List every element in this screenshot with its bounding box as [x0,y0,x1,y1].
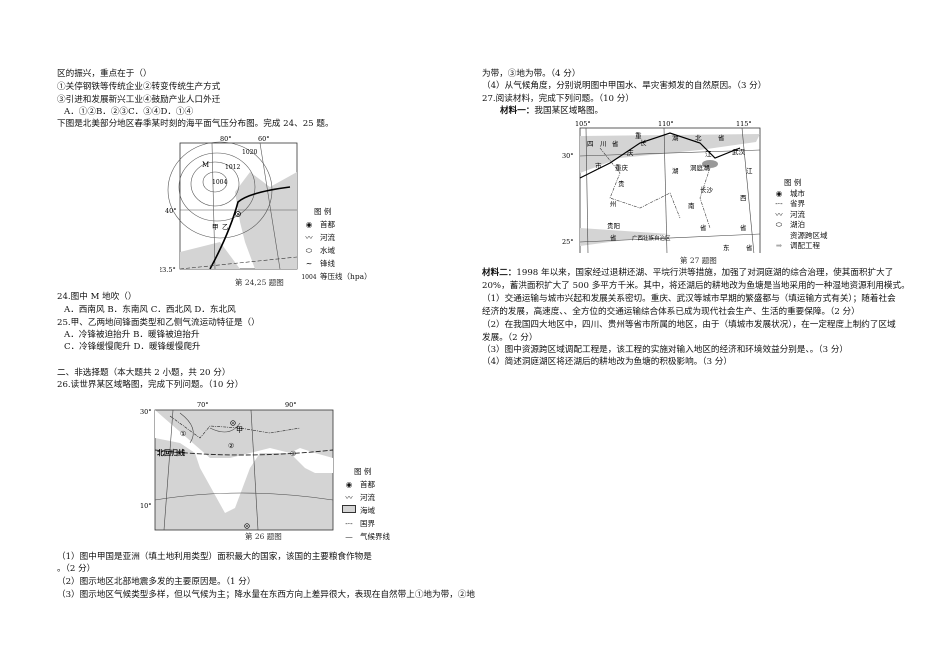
q23-choices: A．①②B．②③C．③④D．①④ [64,107,194,117]
lon-label: 80° [220,135,232,143]
section-2-heading: 二、非选择题（本大题共 2 小题，共 20 分） [57,368,231,378]
q26-1-tail: 。（2 分） [57,564,96,574]
q25: 25.甲、乙两地间锋面类型和乙侧气流运动特征是（） [57,318,260,328]
map-label: 江 [746,167,753,175]
q25-choices-2: C．冷锋缓慢爬升 D．暖锋缓慢爬升 [64,342,201,352]
lat-label: 10° [140,502,152,510]
lat-label: 30° [562,152,574,160]
map-label: 省 [610,233,617,242]
label-2: ② [228,442,234,450]
map-label: 重 [635,132,642,140]
material-2-line-1: 材料二：1998 年以来，国家经过退耕还湖、平垸行洪等措施，加强了对洞庭湖的综合… [482,268,894,278]
lon-label: 70° [197,401,209,409]
lon-label: 60° [258,135,270,143]
q26-1: （1）图中甲国是亚洲（填土地利用类型）面积最大的国家，该国的主要粮食作物是 [57,552,372,562]
lon-label: 90° [285,401,297,409]
label-m: M [202,161,209,169]
q26-3-tail: 为带，③地为带。（4 分） [482,69,581,79]
material-2-line-2: 20%，蓄洪面积扩大了 500 多平方千米。其中，将还湖后的耕地改为鱼塘是当地采… [482,281,910,291]
map-label: 湖 [672,166,679,175]
label-3: ③ [290,450,296,458]
south-asia-map: 70° 90° 30° 10° ① ② ③ 甲 北回归线 [140,401,334,531]
label-jia: 甲 [236,426,243,434]
q23-option-line-1: ①关停钢铁等传统企业②转变传统生产方式 [57,82,221,92]
isobar-label: 1012 [225,164,240,171]
q23-option-line-2: ③引进和发展新兴工业④鼓励产业人口外迁 [57,95,221,105]
map-label: 西 [740,194,747,202]
lon-label: 110° [658,120,674,128]
isobar-label: 1004 [212,179,227,186]
label-1: ① [180,430,186,438]
map-label: 长沙 [700,185,714,194]
q25-choices-1: A．冷锋被迫抬升 B．暖锋被迫抬升 [64,330,200,340]
q26-4: （4）从气候角度，分别说明图中甲国水、旱灾害频发的自然原因。（3 分） [482,81,767,91]
map-label: 江 [705,150,712,158]
lon-label: 105° [575,120,591,128]
map3-legend: 图 例 ◉城市 -·-省界 〰河流 ⬭湖泊 资源跨区域 ➡调配工程 [775,178,828,250]
material-1: 材料一：我国某区域略图。 [500,106,604,116]
intro-24-25: 下图是北美部分地区春季某时刻的海平面气压分布图。完成 24、25 题。 [57,119,334,129]
map2-caption: 第 26 题图 [245,532,282,541]
map-label: 省 [612,139,619,148]
map-label: 湖 [672,133,679,142]
map-label: 长 [640,138,647,147]
lat-label: 25° [562,238,574,246]
q27: 27.阅读材料，完成下列问题。（10 分） [482,94,634,104]
map-label: 洞庭湖 [690,163,710,172]
lat-label: 40° [165,207,177,215]
q23-stem-tail: 区的振兴，重点在于（） [57,69,152,79]
q27-2-line-2: 发展。（2 分） [482,333,538,343]
map3-caption: 第 27 题图 [680,256,717,265]
q26-2: （2）图示地区北部地震多发的主要原因是。（1 分） [57,577,256,587]
q27-4: （4）简述洞庭湖区将还湖后的耕地改为鱼塘的积极影响。（3 分） [482,357,732,367]
map-label: 庆 [627,148,634,157]
map-label: 州 [610,200,617,208]
map-label: 省 [700,223,707,232]
map-label: 重庆 [615,163,629,172]
label-jia: 甲 [212,223,219,231]
map2-legend: 图 例 ◉首都 〰河流 海域 -·-国界 —气候界线 [338,465,390,543]
map-label: 贵阳 [607,221,620,230]
map-label: 省 [718,133,725,142]
map-label: 四 [587,140,594,148]
q26-3: （3）图示地区气候类型多样，但以气候为主；降水量在东西方向上差异很大，表现在自然… [57,590,475,600]
q27-1-line-1: （1）交通运输与城市兴起和发展关系密切。重庆、武汉等城市早期的繁盛都与（填运输方… [482,294,896,304]
isobar-label: 1020 [242,149,257,156]
north-america-pressure-map: 80° 60° 40° 23.5° M 1012 1020 1004 甲 乙 [160,135,298,274]
central-china-map: 105° 110° 115° 30° 25° 四川 省重 庆市 重庆长 江湖 北… [562,120,761,253]
map1-caption: 第 24,25 题图 [235,278,284,287]
q27-1-line-2: 经济的发展，高速度、、全方位的交通运输综合体系已成为现代社会生产、生活的重要保障… [482,307,860,317]
lat-label: 30° [140,408,152,416]
q27-2-line-1: （2）在我国四大地区中，四川、贵州等省市所属的地区，由于（填城市发展状况），在一… [482,320,896,330]
q24-choices: A．西南风 B．东南风 C．西北风 D．东北风 [64,305,236,315]
tropic-of-cancer-label: 北回归线 [157,448,185,457]
q26: 26.读世界某区域略图，完成下列问题。（10 分） [57,380,244,390]
q24: 24.图中 M 地吹（） [57,292,137,302]
map-label: 武汉 [732,147,746,156]
map-label: 市 [595,161,602,170]
lon-label: 115° [736,120,752,128]
map-label: 东 [723,243,730,252]
map-label: 北 [695,134,702,142]
lat-label: 23.5° [160,266,176,274]
map-label: 省 [740,223,747,232]
map-label: 南 [688,201,695,210]
map-label: 川 [600,140,607,148]
map-label: 广西壮族自治区 [632,234,671,242]
q27-3: （3）图中资源跨区域调配工程是，该工程的实施对输入地区的经济和环境效益分别是、。… [482,345,849,355]
map-label: 贵 [618,179,625,188]
label-yi: 乙 [222,223,229,231]
map-label: 省 [746,243,753,252]
